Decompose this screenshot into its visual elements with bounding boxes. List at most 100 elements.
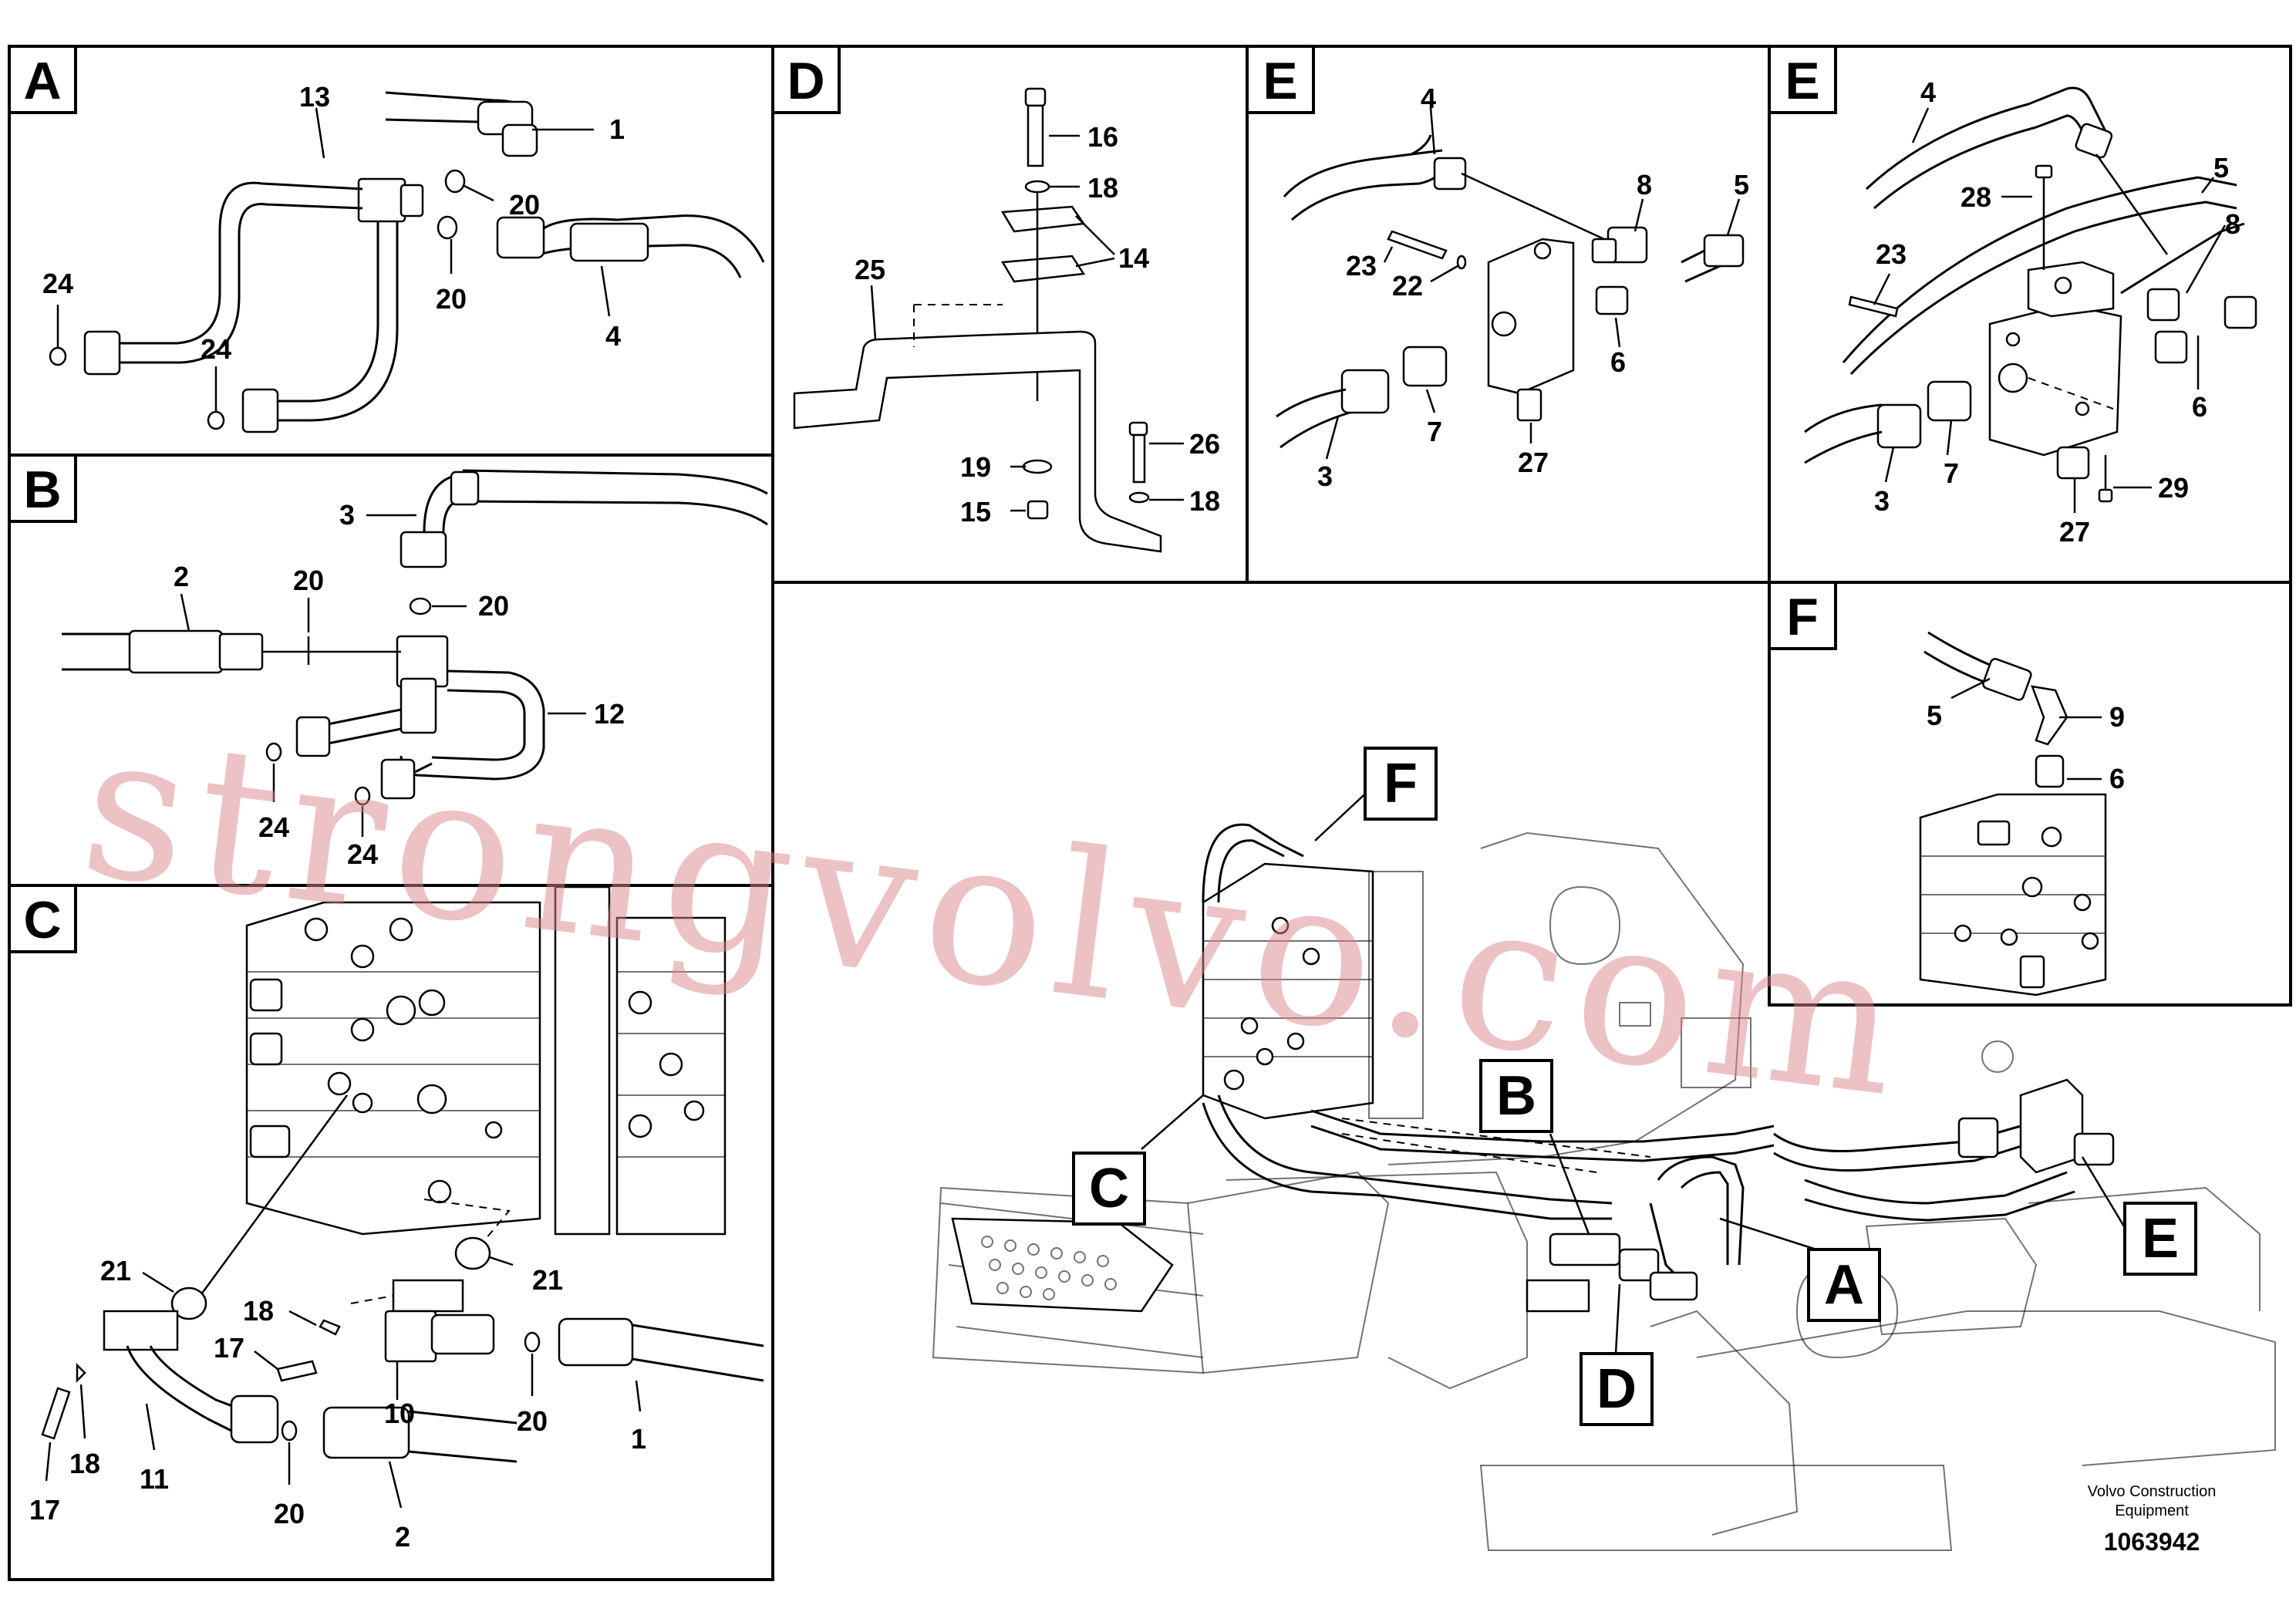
panel-letter-F: F <box>1768 581 1837 650</box>
panel-a-leaders <box>56 107 611 413</box>
part-label: 18 <box>243 1295 274 1327</box>
part-label: 14 <box>1118 242 1149 274</box>
panel-frames <box>8 45 2292 1581</box>
part-label: 20 <box>436 283 467 315</box>
part-label: 23 <box>1346 250 1377 282</box>
part-label: 20 <box>517 1405 548 1437</box>
part-label: 20 <box>293 565 324 596</box>
svg-text:F: F <box>1384 753 1418 814</box>
part-label: 26 <box>1189 428 1220 460</box>
svg-text:E: E <box>1263 52 1297 110</box>
panel-e2-leaders <box>1873 107 2227 513</box>
part-label: 24 <box>347 838 378 870</box>
svg-text:C: C <box>1089 1158 1129 1219</box>
svg-text:E: E <box>2142 1208 2179 1270</box>
part-label: 8 <box>2225 208 2240 240</box>
svg-text:B: B <box>1496 1065 1536 1127</box>
part-label: 29 <box>2158 472 2189 504</box>
panel-e2-labels: 4 5 28 23 8 6 7 3 29 27 <box>1874 76 2240 548</box>
part-label: 18 <box>1189 485 1220 517</box>
callout-C: C <box>1072 1094 1204 1226</box>
panel-d-leaders <box>870 134 1184 512</box>
svg-text:Equipment: Equipment <box>2115 1502 2189 1519</box>
part-label: 20 <box>478 590 509 622</box>
part-label: 6 <box>2109 763 2125 794</box>
panel-c-leaders <box>45 1256 642 1509</box>
panel-letter-E-left: E <box>1246 45 1315 114</box>
part-label: 2 <box>395 1521 410 1553</box>
svg-text:Volvo Construction: Volvo Construction <box>2088 1483 2217 1500</box>
panel-c-drawing <box>41 885 764 1463</box>
panel-e1-labels: 4 8 5 23 22 6 7 3 27 <box>1317 83 1749 492</box>
part-label: 3 <box>339 499 355 531</box>
part-label: 17 <box>29 1494 60 1526</box>
panel-f-leaders <box>1950 677 2102 781</box>
part-label: 17 <box>214 1332 244 1364</box>
panel-letter-C: C <box>8 884 77 953</box>
part-label: 7 <box>1427 416 1442 447</box>
svg-text:D: D <box>1596 1358 1637 1420</box>
part-label: 24 <box>201 333 231 365</box>
part-label: 10 <box>384 1398 415 1429</box>
svg-text:A: A <box>1824 1254 1864 1316</box>
part-label: 3 <box>1874 485 1890 517</box>
panel-letter-A: A <box>8 45 77 114</box>
part-label: 27 <box>2059 516 2090 548</box>
part-label: 3 <box>1317 460 1333 492</box>
svg-text:E: E <box>1785 52 1819 110</box>
panel-b-drawing <box>62 469 768 806</box>
part-label: 25 <box>855 254 885 285</box>
part-label: 27 <box>1518 447 1549 478</box>
part-label: 11 <box>140 1463 169 1495</box>
panel-e2-drawing <box>1804 86 2257 503</box>
panel-e1-leaders <box>1325 107 1741 460</box>
panel-c-labels: 21 21 18 17 10 20 1 17 18 11 20 2 <box>29 1255 646 1553</box>
part-label: 28 <box>1961 181 1991 213</box>
svg-text:C: C <box>23 891 61 949</box>
part-label: 1 <box>631 1423 646 1455</box>
callout-A: A <box>1719 1217 1881 1322</box>
part-label: 22 <box>1392 270 1423 302</box>
panel-b-leaders <box>180 514 586 837</box>
part-label: 1 <box>609 113 625 145</box>
part-label: 7 <box>1944 457 1959 489</box>
part-label: 20 <box>509 189 540 221</box>
part-label: 4 <box>1421 83 1436 114</box>
svg-text:B: B <box>23 460 61 519</box>
callout-D: D <box>1580 1283 1654 1426</box>
panel-f-drawing <box>1919 631 2107 996</box>
panel-e1-drawing <box>1276 134 1745 449</box>
part-label: 4 <box>1920 76 1936 108</box>
part-label: 18 <box>69 1448 100 1479</box>
part-label: 21 <box>100 1255 131 1286</box>
callout-E: E <box>2081 1156 2197 1276</box>
part-label: 6 <box>1610 346 1626 378</box>
part-label: 8 <box>1637 169 1652 201</box>
svg-text:D: D <box>787 52 824 110</box>
part-label: 19 <box>960 451 991 483</box>
callout-B: B <box>1479 1059 1590 1235</box>
part-label: 23 <box>1876 238 1907 270</box>
panel-letter-E-right: E <box>1768 45 1837 114</box>
part-label: 12 <box>594 698 625 730</box>
part-label: 18 <box>1087 172 1118 204</box>
panel-letter-D: D <box>771 45 841 114</box>
part-label: 24 <box>258 811 289 843</box>
document-number: 1063942 <box>2104 1528 2200 1556</box>
part-label: 5 <box>1927 700 1942 731</box>
panel-b-labels: 3 20 2 20 12 24 24 <box>174 499 625 870</box>
panel-f-labels: 5 9 6 <box>1927 700 2125 794</box>
svg-text:A: A <box>23 52 61 110</box>
part-label: 4 <box>605 320 621 352</box>
part-label: 5 <box>2213 152 2229 184</box>
part-label: 13 <box>299 81 330 113</box>
panel-d-labels: 16 18 14 25 26 19 18 15 <box>855 121 1220 528</box>
part-label: 21 <box>532 1264 563 1296</box>
part-label: 20 <box>274 1498 305 1529</box>
panel-d-drawing <box>793 87 1162 553</box>
part-label: 5 <box>1734 169 1749 201</box>
panel-letter-B: B <box>8 454 77 523</box>
part-label: 16 <box>1087 121 1118 153</box>
part-label: 15 <box>960 496 991 528</box>
